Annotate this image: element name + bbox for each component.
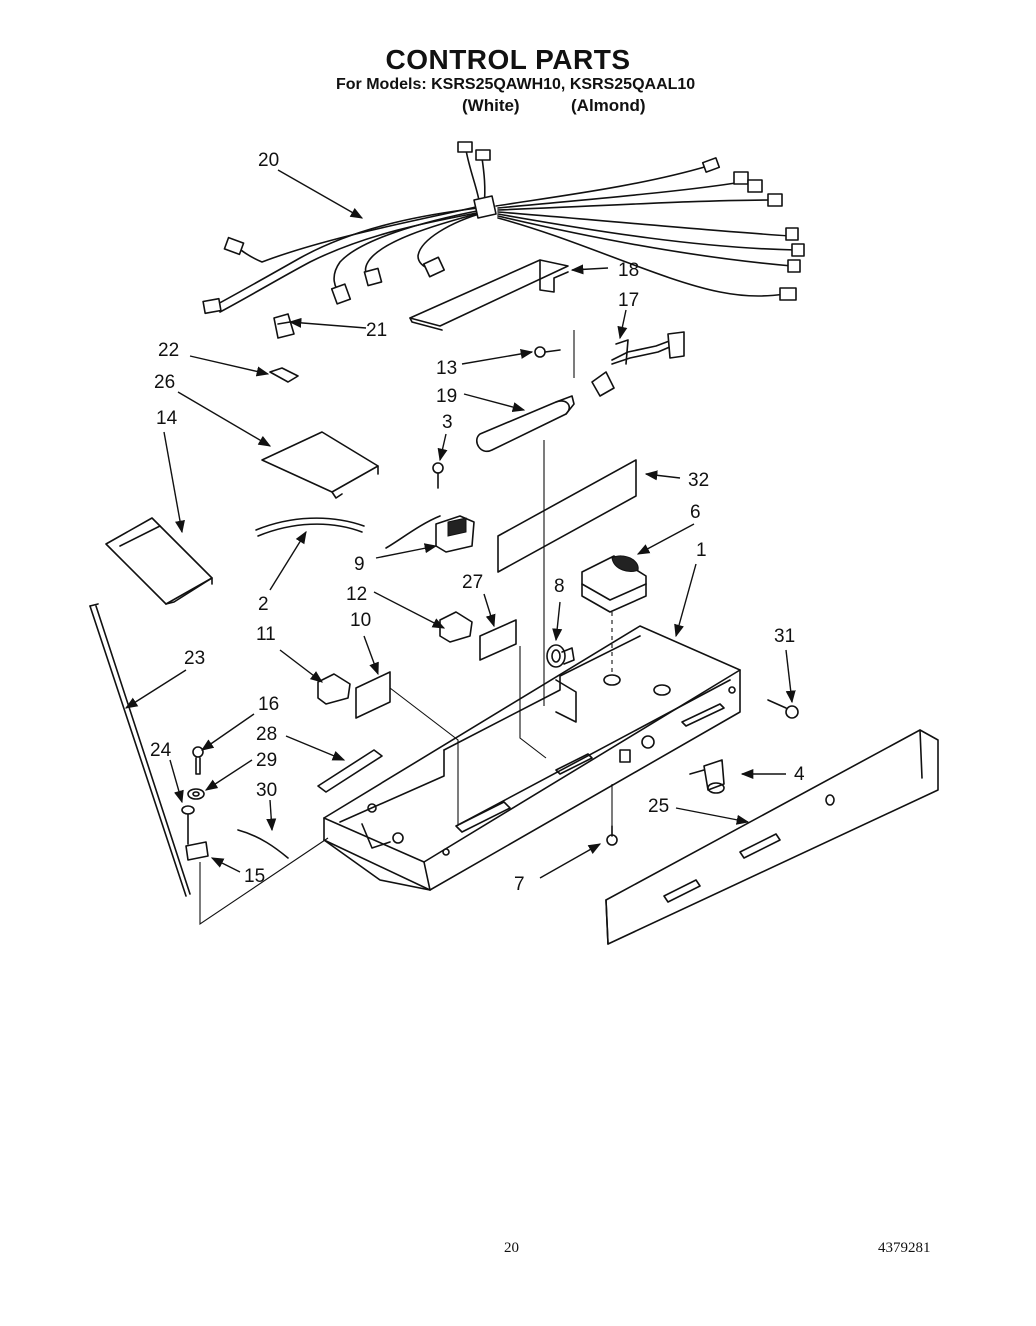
callout-31: 31 <box>774 626 795 647</box>
callout-22: 22 <box>158 340 179 361</box>
callout-29: 29 <box>256 750 277 771</box>
part-8-knob <box>546 644 575 668</box>
callout-4: 4 <box>794 764 805 785</box>
part-6-timer <box>581 555 647 613</box>
callout-21: 21 <box>366 320 387 341</box>
callout-14: 14 <box>156 408 178 429</box>
part-10-label <box>355 671 391 719</box>
assembly-lines <box>199 330 613 926</box>
callout-8: 8 <box>554 576 565 597</box>
part-1-housing <box>323 625 741 891</box>
page-number: 20 <box>504 1240 519 1256</box>
wire-harness <box>202 141 805 315</box>
callout-11: 11 <box>256 624 276 645</box>
part-7-screw <box>606 825 618 846</box>
part-22-clip <box>269 367 299 383</box>
callout-7: 7 <box>514 874 525 895</box>
part-26-cover <box>261 431 379 499</box>
callout-labels: 20 18 17 21 22 13 26 19 14 3 32 6 9 1 8 … <box>150 150 805 895</box>
callout-27: 27 <box>462 572 483 593</box>
callout-9: 9 <box>354 554 365 575</box>
callout-16: 16 <box>258 694 279 715</box>
part-11-clip <box>317 673 351 705</box>
callout-3: 3 <box>442 412 453 433</box>
part-14-cover <box>105 517 213 605</box>
callout-24: 24 <box>150 740 172 761</box>
part-27-label <box>479 619 517 661</box>
callout-13: 13 <box>436 358 457 379</box>
part-13-screw <box>534 346 561 358</box>
callout-17: 17 <box>618 290 639 311</box>
callout-25: 25 <box>648 796 669 817</box>
callout-23: 23 <box>184 648 205 669</box>
part-23-rod <box>89 603 191 897</box>
part-4-switch <box>689 759 725 794</box>
part-31-screw <box>767 699 799 719</box>
part-18-bracket <box>409 259 569 331</box>
variant-almond: (Almond) <box>571 96 646 115</box>
part-25-panel <box>605 729 939 945</box>
document-number: 4379281 <box>878 1240 931 1256</box>
callout-10: 10 <box>350 610 371 631</box>
part-32-label <box>497 459 637 573</box>
part-28-bracket <box>317 749 383 793</box>
callout-28: 28 <box>256 724 277 745</box>
callout-6: 6 <box>690 502 701 523</box>
callout-2: 2 <box>258 594 269 615</box>
callout-20: 20 <box>258 150 279 171</box>
leader-arrows <box>124 169 796 879</box>
callout-18: 18 <box>618 260 639 281</box>
variant-white: (White) <box>462 96 520 115</box>
part-17-lampholder <box>591 331 685 397</box>
part-19-bulb <box>476 395 575 453</box>
callout-26: 26 <box>154 372 175 393</box>
part-21-clip <box>273 313 295 339</box>
callout-32: 32 <box>688 470 709 491</box>
callout-12: 12 <box>346 584 367 605</box>
callout-19: 19 <box>436 386 457 407</box>
callout-1: 1 <box>696 540 707 561</box>
callout-30: 30 <box>256 780 277 801</box>
part-3-screw <box>432 462 444 489</box>
callout-15: 15 <box>244 866 265 887</box>
model-list: For Models: KSRS25QAWH10, KSRS25QAAL10 <box>336 76 696 93</box>
page-title: CONTROL PARTS <box>385 44 631 75</box>
part-12-clip <box>439 611 473 643</box>
part-2-tube <box>255 517 365 537</box>
hinge-hardware <box>181 746 289 861</box>
